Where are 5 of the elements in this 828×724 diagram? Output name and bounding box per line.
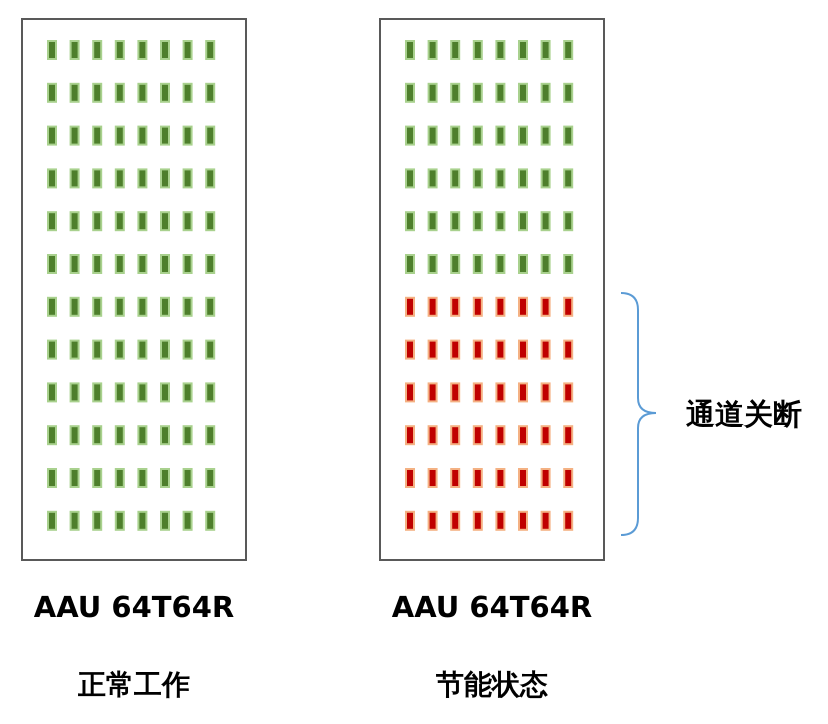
- state-label: 正常工作: [78, 667, 190, 703]
- model-label: AAU 64T64R: [392, 590, 592, 624]
- annotation-label: 通道关断: [686, 396, 802, 433]
- state-label: 节能状态: [436, 667, 548, 703]
- model-label: AAU 64T64R: [34, 590, 234, 624]
